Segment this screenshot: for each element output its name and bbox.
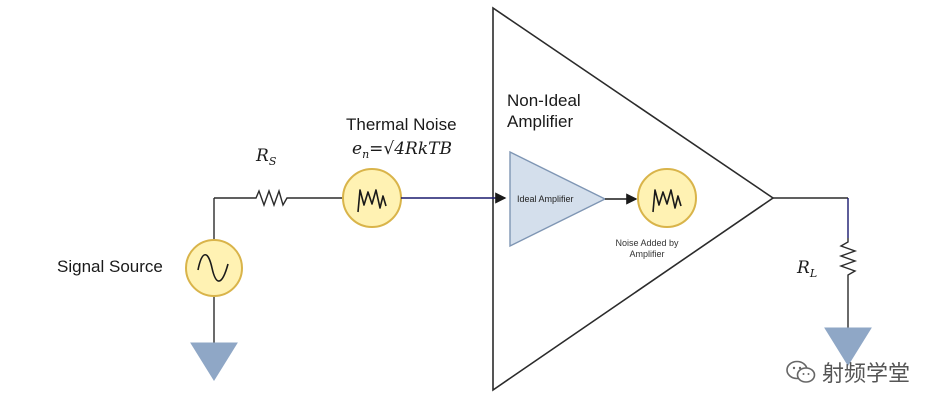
rl-main: R [797, 258, 810, 278]
rs-resistor-symbol [252, 188, 292, 208]
watermark-text: 射频学堂 [822, 362, 911, 387]
watermark: 射频学堂 [786, 356, 910, 388]
rl-sub: L [809, 267, 818, 280]
non-ideal-line-2: Amplifier [507, 112, 574, 131]
noise-added-line-1: Noise Added by [615, 238, 679, 248]
equation-lhs-sub: n [362, 148, 370, 161]
non-ideal-line-1: Non-Ideal [507, 91, 581, 110]
thermal-noise-label: Thermal Noise [346, 115, 457, 134]
ideal-amplifier-triangle [509, 150, 607, 248]
amplifier-noise-circle [637, 168, 697, 228]
rl-label: RL [797, 258, 818, 280]
signal-source-circle [185, 239, 243, 297]
noise-waveform-icon [357, 189, 387, 213]
ground-symbol-source [190, 342, 238, 381]
rs-main: R [256, 146, 269, 166]
wechat-icon [786, 360, 816, 383]
sine-wave-icon [197, 253, 229, 282]
noise-waveform-icon [652, 189, 682, 213]
thermal-noise-circle [342, 168, 402, 228]
rs-sub: S [268, 155, 277, 168]
signal-source-label: Signal Source [57, 257, 163, 276]
ideal-amplifier-label: Ideal Amplifier [517, 194, 574, 204]
equation-lhs: e [352, 139, 363, 159]
noise-added-line-2: Amplifier [629, 249, 665, 259]
rs-label: RS [256, 146, 277, 168]
ground-symbol-load [824, 327, 872, 366]
thermal-noise-equation: en=√4RkTB [352, 139, 452, 161]
non-ideal-amplifier-label: Non-Ideal Amplifier [507, 90, 581, 132]
rl-resistor-symbol [838, 238, 858, 279]
noise-added-label: Noise Added by Amplifier [602, 238, 692, 260]
equation-rhs: =√4RkTB [369, 139, 452, 159]
